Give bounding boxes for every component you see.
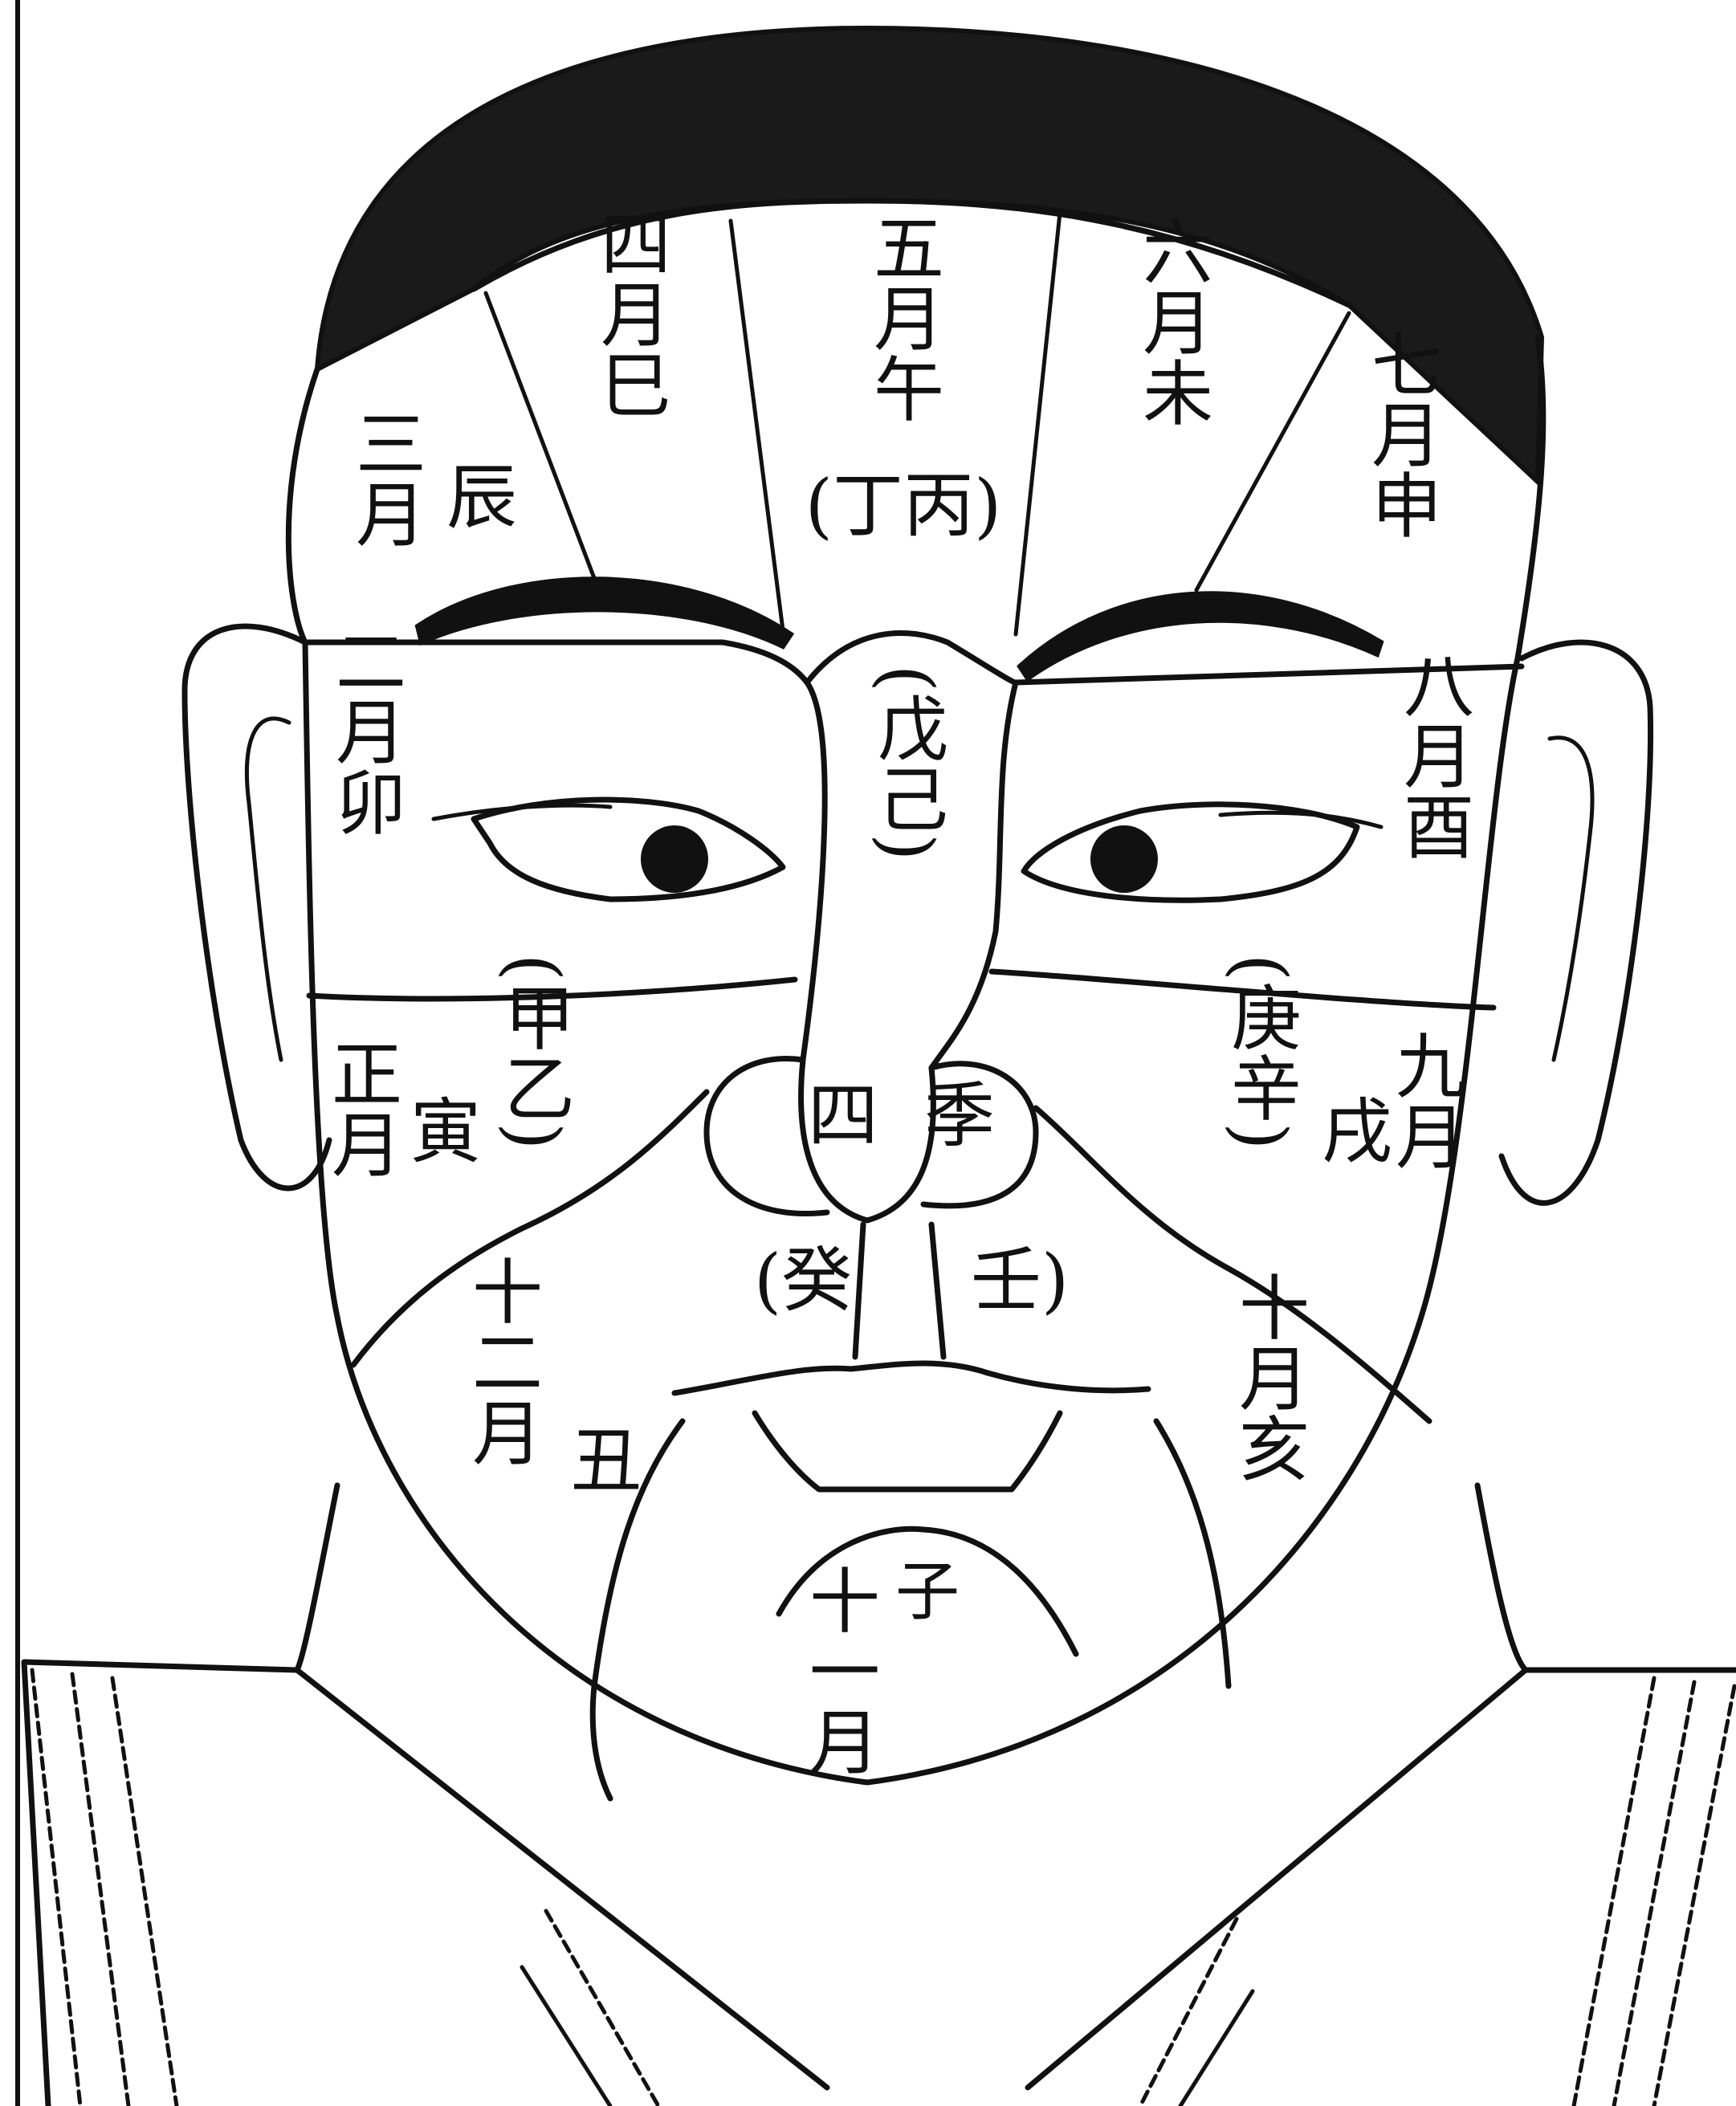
label-left-stem: (癸 bbox=[754, 1239, 852, 1322]
right-eyebrow bbox=[1020, 593, 1381, 678]
label-m9: 九月 bbox=[1384, 1029, 1467, 1171]
label-m4: 四月巳 bbox=[589, 207, 672, 419]
label-m6: 六月未 bbox=[1131, 215, 1214, 427]
philtrum-left bbox=[855, 1224, 863, 1357]
philtrum-right bbox=[931, 1224, 943, 1357]
eye-band-bottom bbox=[309, 972, 1494, 1008]
label-m10: 十月亥 bbox=[1228, 1271, 1310, 1483]
label-m9-branch: 戌 bbox=[1322, 1090, 1392, 1173]
label-m11-branch: 子 bbox=[895, 1554, 960, 1629]
left-eye bbox=[474, 800, 783, 899]
collar-trim-left bbox=[32, 1670, 177, 2106]
label-m7: 七月申 bbox=[1360, 328, 1443, 540]
neck-trim-right bbox=[1140, 1919, 1237, 2106]
neck-left bbox=[522, 1967, 610, 2106]
label-m8: 八月酉 bbox=[1392, 649, 1475, 861]
label-m1: 正月 bbox=[320, 1037, 403, 1179]
left-eyebrow bbox=[418, 579, 791, 646]
label-four-seasons-2: 季 bbox=[924, 1074, 995, 1157]
label-right-stem: 壬) bbox=[971, 1239, 1069, 1322]
right-eye bbox=[1024, 805, 1357, 900]
label-four-seasons-1: 四 bbox=[808, 1074, 878, 1157]
left-pupil bbox=[641, 825, 708, 893]
label-m11: 十一月 bbox=[798, 1564, 881, 1776]
collar-right bbox=[1477, 1485, 1736, 1670]
left-ear-inner bbox=[247, 719, 289, 1060]
forehead-divider-4 bbox=[1196, 313, 1349, 590]
label-m1-stems: (甲乙) bbox=[493, 954, 576, 1151]
label-m12-branch: 丑 bbox=[571, 1420, 642, 1502]
right-ear bbox=[1502, 642, 1651, 1203]
label-m3-branch: 辰 bbox=[446, 456, 517, 539]
collar-v bbox=[297, 1670, 1526, 2088]
label-m9-stems: (庚辛) bbox=[1220, 954, 1302, 1151]
right-pupil bbox=[1090, 825, 1158, 893]
label-m5: 五月午 bbox=[862, 211, 945, 423]
label-m5-stems: (丁丙) bbox=[805, 464, 1002, 547]
label-m2: 二月卯 bbox=[324, 625, 407, 837]
forehead-divider-3 bbox=[1016, 213, 1060, 634]
forehead-divider-2 bbox=[731, 221, 783, 630]
collar-trim-right bbox=[1574, 1678, 1734, 2106]
label-m3: 三月 bbox=[344, 407, 427, 548]
label-m12: 十二月 bbox=[461, 1255, 544, 1467]
right-ear-inner bbox=[1550, 738, 1592, 1060]
mouth-lower bbox=[755, 1413, 1060, 1489]
mouth-upper bbox=[674, 1363, 1148, 1393]
left-eye-crease bbox=[434, 805, 610, 819]
label-nose-stems: (戊己) bbox=[866, 665, 949, 862]
label-m1-branch: 寅 bbox=[410, 1090, 481, 1173]
